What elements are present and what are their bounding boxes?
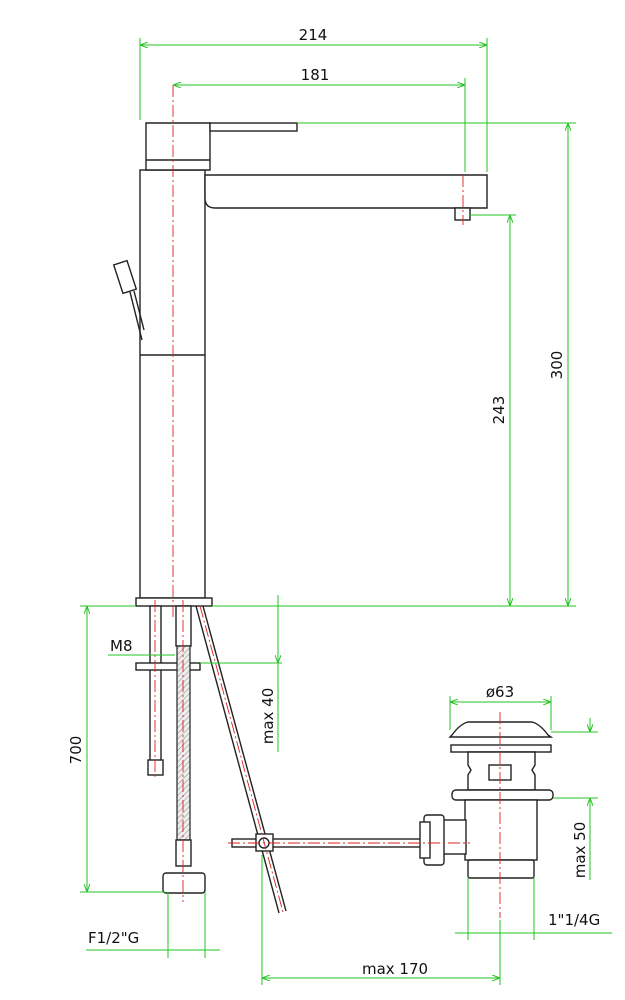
threaded-rod — [135, 605, 201, 776]
dim-max-rod-distance: max 170 — [362, 960, 428, 978]
pop-up-waste — [419, 721, 554, 879]
supply-hose — [162, 605, 206, 894]
dim-supply-length: 700 — [67, 736, 85, 765]
dim-max-deck-thickness: max 40 — [259, 688, 277, 745]
dim-overall-width: 214 — [299, 26, 328, 44]
dimension-lines — [80, 38, 612, 985]
dim-waste-max-thickness: max 50 — [571, 822, 589, 879]
dim-spout-reach: 181 — [301, 66, 330, 84]
centerlines — [154, 85, 501, 918]
mixer-body — [135, 122, 488, 607]
dim-supply-connection: F1/2"G — [88, 929, 139, 947]
pop-up-rod — [195, 605, 423, 914]
dim-waste-diameter: ø63 — [486, 683, 514, 701]
dim-rod-thread: M8 — [110, 637, 133, 655]
lift-rod-knob — [112, 259, 145, 341]
dim-spout-height: 243 — [490, 396, 508, 425]
dim-overall-height: 300 — [548, 351, 566, 380]
dim-waste-thread: 1"1/4G — [548, 911, 600, 929]
